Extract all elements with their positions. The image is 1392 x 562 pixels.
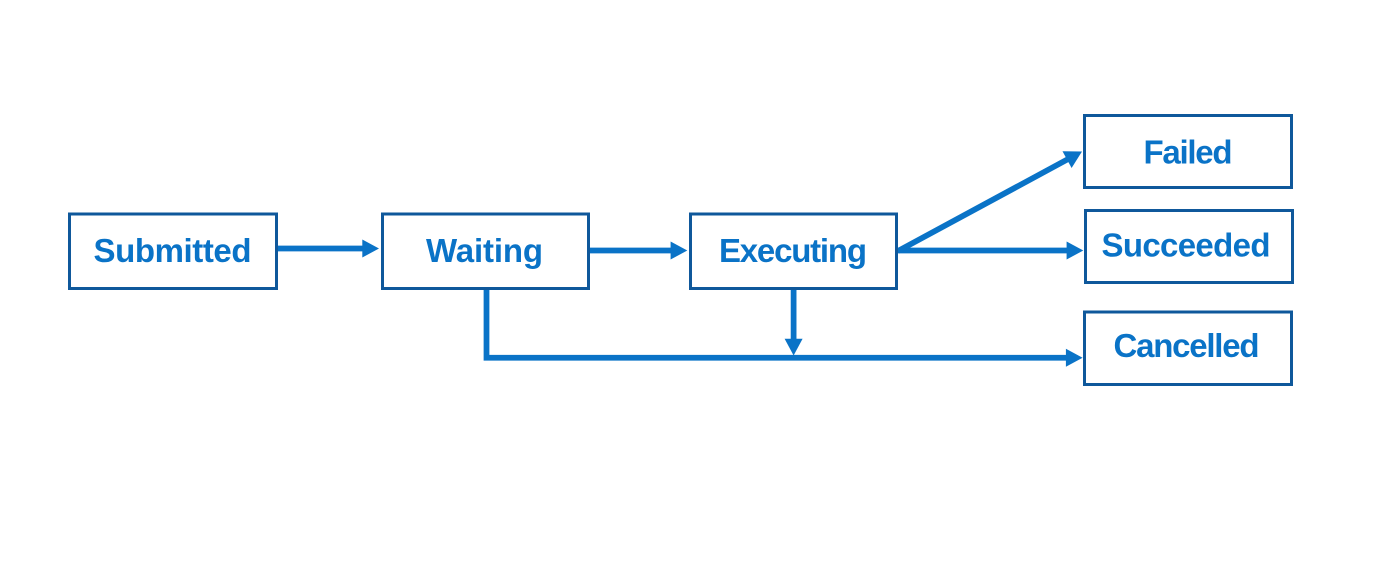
svg-text:Cancelled: Cancelled bbox=[1114, 327, 1260, 364]
svg-text:Executing: Executing bbox=[719, 232, 867, 269]
svg-text:Failed: Failed bbox=[1144, 134, 1233, 171]
svg-text:Waiting: Waiting bbox=[426, 232, 543, 269]
svg-text:Submitted: Submitted bbox=[94, 232, 252, 269]
svg-text:Succeeded: Succeeded bbox=[1102, 227, 1271, 264]
